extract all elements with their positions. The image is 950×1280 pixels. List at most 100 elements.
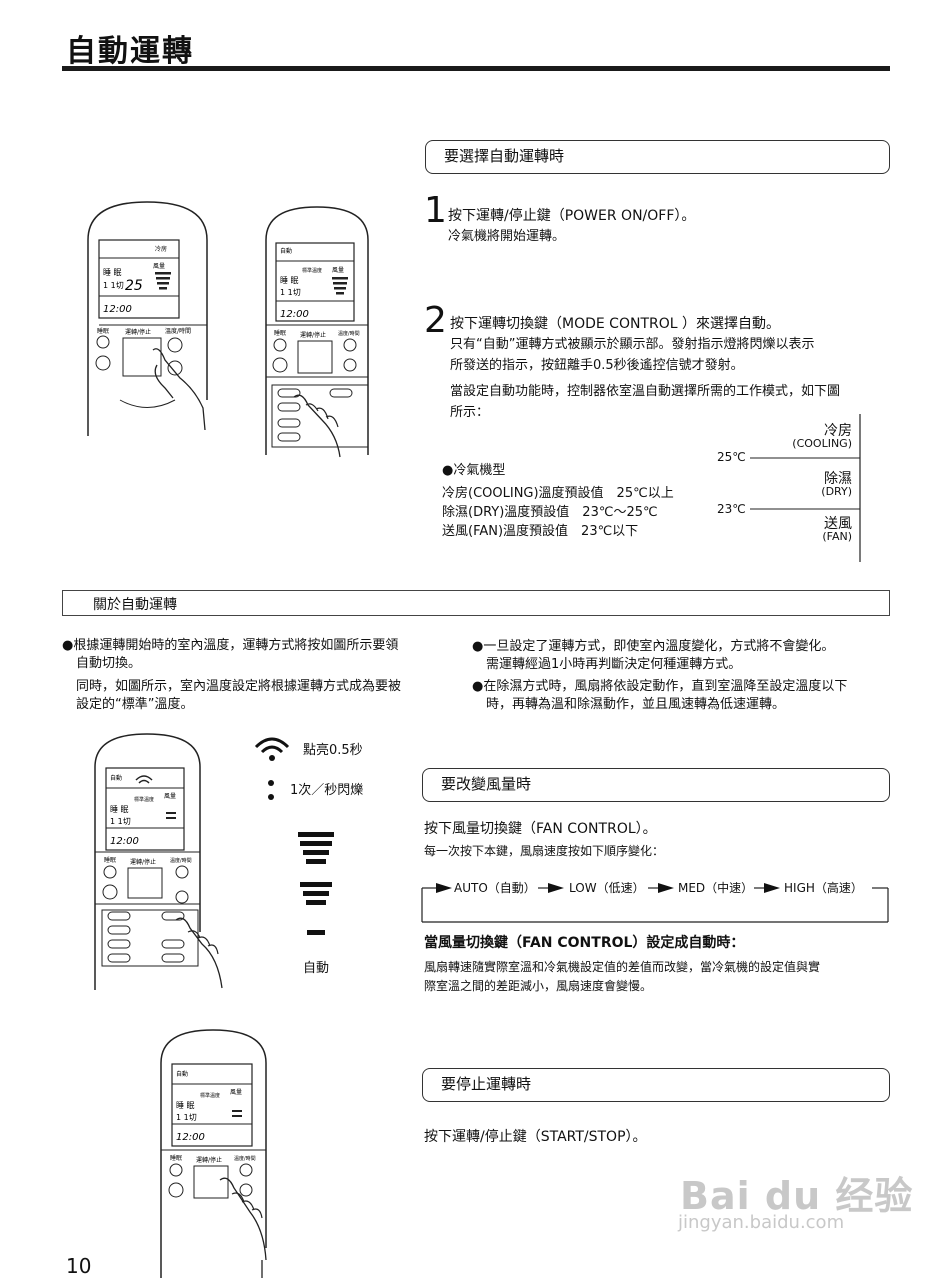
temp-25-label: 25℃ <box>717 450 746 464</box>
svg-text:自動: 自動 <box>176 1070 188 1078</box>
model-line-dry: 除濕(DRY)溫度預設值 23℃～25℃ <box>442 505 658 520</box>
svg-text:睡 眠: 睡 眠 <box>110 805 129 814</box>
svg-text:12:00: 12:00 <box>103 304 132 315</box>
model-title: ●冷氣機型 <box>442 463 506 478</box>
page-number: 10 <box>66 1254 92 1278</box>
temp-23-label: 23℃ <box>717 502 746 516</box>
section-heading-text: 要停止運轉時 <box>441 1075 532 1093</box>
section-heading-text: 要改變風量時 <box>441 775 532 793</box>
about-left-1a: ●根據運轉開始時的室內溫度，運轉方式將按如圖所示要領 <box>62 638 399 653</box>
legend-auto-text: 自動 <box>303 961 330 976</box>
svg-text:睡眠: 睡眠 <box>97 327 109 335</box>
svg-text:運轉/停止: 運轉/停止 <box>300 331 326 339</box>
svg-text:風量: 風量 <box>153 263 165 270</box>
svg-text:標準溫度: 標準溫度 <box>200 1092 220 1099</box>
step-number-1: 1 <box>424 190 447 231</box>
fan-sequence-frame <box>421 883 889 923</box>
step2-desc-line4: 所示： <box>450 405 490 420</box>
mode-cool-label: 冷房 <box>824 423 852 439</box>
step2-desc-line1: 只有“自動”運轉方式被顯示於顯示部。發射指示燈將閃爍以表示 <box>450 337 815 352</box>
stop-line1: 按下運轉/停止鍵（START/STOP）。 <box>424 1129 647 1145</box>
section-heading-text: 要選擇自動運轉時 <box>444 147 565 165</box>
fan-seq-auto: AUTO（自動） <box>454 881 536 895</box>
model-line-fan: 送風(FAN)溫度預設值 23℃以下 <box>442 524 639 539</box>
mode-fan-en: (FAN) <box>822 530 852 543</box>
step2-desc-line3: 當設定自動功能時，控制器依室溫自動選擇所需的工作模式，如下圖 <box>450 384 841 399</box>
step2-title: 按下運轉切換鍵（MODE CONTROL ）來選擇自動。 <box>450 316 780 332</box>
svg-text:睡眠: 睡眠 <box>104 856 116 864</box>
about-right-1b: 需運轉經過1小時再判斷決定何種運轉方式。 <box>486 657 742 672</box>
title-rule <box>62 66 890 71</box>
svg-text:睡眠: 睡眠 <box>274 329 286 337</box>
step2-desc-line2: 所發送的指示，按鈕離手0.5秒後遙控信號才發射。 <box>450 358 744 373</box>
legend-lit-text: 點亮0.5秒 <box>303 743 363 758</box>
section-heading-select-auto: 要選擇自動運轉時 <box>425 140 890 174</box>
svg-text:睡 眠: 睡 眠 <box>176 1101 195 1110</box>
svg-text:睡眠: 睡眠 <box>170 1154 182 1162</box>
svg-text:25: 25 <box>125 278 143 294</box>
temperature-mode-diagram <box>750 414 861 562</box>
step1-title: 按下運轉/停止鍵（POWER ON/OFF）。 <box>448 208 696 224</box>
fan-sub-title: 當風量切換鍵（FAN CONTROL）設定成自動時： <box>424 935 745 951</box>
svg-text:標準溫度: 標準溫度 <box>134 796 154 803</box>
about-auto-heading: 關於自動運轉 <box>93 597 177 613</box>
svg-text:1 1切: 1 1切 <box>103 281 124 290</box>
remote-illustration-3: 自動 標準溫度 風量 睡 眠 1 1切 12:00 睡眠 運轉/停止 溫度/時間 <box>94 733 223 990</box>
svg-text:自動: 自動 <box>110 774 122 782</box>
svg-text:標準溫度: 標準溫度 <box>302 267 322 274</box>
section-heading-fan: 要改變風量時 <box>422 768 890 802</box>
svg-text:風量: 風量 <box>332 267 344 274</box>
mode-cool-en: (COOLING) <box>792 437 852 450</box>
about-left-1b: 自動切換。 <box>76 656 142 671</box>
about-right-1a: ●一旦設定了運轉方式，即使室內溫度變化，方式將不會變化。 <box>472 639 835 654</box>
fan-sub-line2: 際室溫之間的差距減小，風扇速度會變慢。 <box>424 979 653 993</box>
svg-text:風量: 風量 <box>230 1089 242 1096</box>
mode-dry-label: 除濕 <box>824 471 852 487</box>
about-left-2b: 設定的“標準”溫度。 <box>76 697 194 712</box>
page-title: 自動運轉 <box>66 34 194 69</box>
fan-seq-med: MED（中速） <box>678 881 754 895</box>
svg-text:運轉/停止: 運轉/停止 <box>196 1156 222 1164</box>
section-heading-stop: 要停止運轉時 <box>422 1068 890 1102</box>
signal-icon <box>254 737 290 761</box>
blink-dots-icon <box>268 780 274 800</box>
watermark-url: jingyan.baidu.com <box>678 1212 845 1233</box>
fan-seq-low: LOW（低速） <box>569 881 645 895</box>
remote-illustration-4: 自動 標準溫度 風量 睡 眠 1 1切 12:00 睡眠 運轉/停止 溫度/時間 <box>160 1029 267 1278</box>
about-left-2a: 同時，如圖所示，室內溫度設定將根據運轉方式成為要被 <box>76 679 402 694</box>
model-line-cooling: 冷房(COOLING)溫度預設值 25℃以上 <box>442 486 674 501</box>
remote-illustration-1: 冷房 睡 眠 1 1切 25 風量 12:00 睡眠 運轉/停止 溫度/時間 <box>87 201 208 436</box>
fan-line1: 按下風量切換鍵（FAN CONTROL）。 <box>424 821 657 837</box>
watermark-brand: Bai du 经验 <box>680 1174 914 1218</box>
remote-illustration-2: 自動 標準溫度 風量 睡 眠 1 1切 12:00 睡眠 運轉/停止 溫度/時間 <box>265 206 369 458</box>
svg-text:1 1切: 1 1切 <box>176 1113 197 1122</box>
svg-text:睡 眠: 睡 眠 <box>103 268 122 277</box>
about-auto-heading-bar: 關於自動運轉 <box>62 590 890 616</box>
svg-text:溫度/時間: 溫度/時間 <box>338 330 360 337</box>
svg-text:風量: 風量 <box>164 793 176 800</box>
fan-speed-bars-icon <box>298 832 334 935</box>
svg-text:1 1切: 1 1切 <box>110 817 131 826</box>
about-right-2b: 時，再轉為溫和除濕動作，並且風速轉為低速運轉。 <box>486 697 786 712</box>
svg-text:12:00: 12:00 <box>110 836 139 847</box>
mode-fan-label: 送風 <box>824 516 852 532</box>
svg-text:溫度/時間: 溫度/時間 <box>234 1155 256 1162</box>
svg-text:12:00: 12:00 <box>176 1132 205 1143</box>
svg-text:運轉/停止: 運轉/停止 <box>125 328 151 336</box>
svg-text:自動: 自動 <box>280 247 292 255</box>
mode-dry-en: (DRY) <box>821 485 852 498</box>
step1-desc: 冷氣機將開始運轉。 <box>448 229 566 244</box>
svg-text:溫度/時間: 溫度/時間 <box>165 327 191 335</box>
svg-text:運轉/停止: 運轉/停止 <box>130 858 156 866</box>
svg-text:睡 眠: 睡 眠 <box>280 276 299 285</box>
fan-seq-high: HIGH（高速） <box>784 881 863 895</box>
svg-text:溫度/時間: 溫度/時間 <box>170 857 192 864</box>
remote1-cool-label: 冷房 <box>155 245 167 253</box>
fan-line2: 每一次按下本鍵，風扇速度按如下順序變化： <box>424 844 665 858</box>
about-right-2a: ●在除濕方式時，風扇將依設定動作，直到室溫降至設定溫度以下 <box>472 679 848 694</box>
step-number-2: 2 <box>424 300 447 341</box>
legend-blink-text: 1次／秒閃爍 <box>290 783 364 798</box>
svg-text:12:00: 12:00 <box>280 309 309 320</box>
fan-sub-line1: 風扇轉速隨實際室溫和冷氣機設定值的差值而改變，當冷氣機的設定值與實 <box>424 960 821 974</box>
svg-text:1 1切: 1 1切 <box>280 288 301 297</box>
